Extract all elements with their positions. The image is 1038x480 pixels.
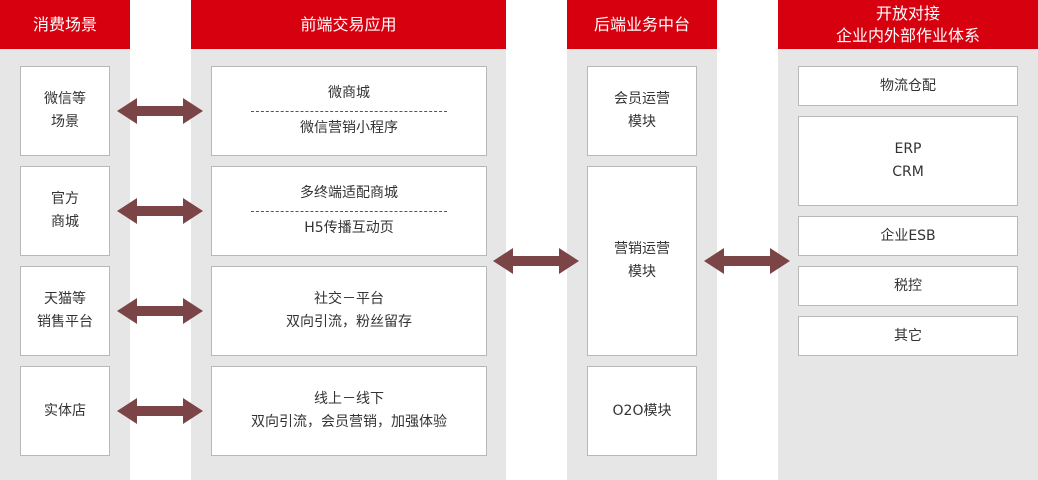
- box-line: 其它: [894, 327, 922, 344]
- dashed-divider: [251, 211, 447, 212]
- module-member-operation: 会员运营 模块: [587, 66, 697, 156]
- box-line: 实体店: [44, 402, 86, 419]
- box-line: 官方: [51, 191, 79, 207]
- column-header: 后端业务中台: [567, 0, 717, 49]
- column-header: 消费场景: [0, 0, 130, 49]
- double-arrow-icon: [117, 398, 203, 424]
- dashed-divider: [251, 111, 447, 112]
- scene-tmall: 天猫等 销售平台: [20, 266, 110, 356]
- box-line: CRM: [892, 164, 924, 180]
- column-title: 后端业务中台: [593, 14, 690, 34]
- scene-wechat: 微信等 场景: [20, 66, 110, 156]
- system-tax-control: 税控: [798, 266, 1018, 306]
- box-line: O2O模块: [612, 402, 672, 419]
- box-line: 双向引流，粉丝留存: [286, 314, 412, 330]
- app-micro-mall: 微商城 微信营销小程序: [211, 66, 487, 156]
- box-line: 企业ESB: [880, 227, 936, 244]
- app-multi-terminal-mall: 多终端适配商城 H5传播互动页: [211, 166, 487, 256]
- box-line: 双向引流，会员营销，加强体验: [251, 414, 447, 430]
- box-line: 多终端适配商城: [300, 185, 398, 201]
- box-line: 微信等: [44, 91, 86, 107]
- column-consumer-scenes: 消费场景 微信等 场景 官方 商城 天猫等 销售平台 实体店: [0, 0, 130, 480]
- system-other: 其它: [798, 316, 1018, 356]
- app-online-offline: 线上－线下 双向引流，会员营销，加强体验: [211, 366, 487, 456]
- box-line: 会员运营: [614, 91, 670, 107]
- column-title: 前端交易应用: [300, 14, 397, 34]
- box-line: 销售平台: [37, 314, 93, 330]
- column-title: 开放对接: [875, 3, 940, 23]
- box-line: 社交－平台: [314, 291, 384, 307]
- module-marketing-operation: 营销运营 模块: [587, 166, 697, 356]
- box-line: 微信营销小程序: [300, 120, 398, 136]
- box-line: 商城: [51, 214, 79, 230]
- column-header: 开放对接 企业内外部作业体系: [778, 0, 1038, 49]
- scene-official-mall: 官方 商城: [20, 166, 110, 256]
- column-title: 企业内外部作业体系: [835, 25, 980, 45]
- column-title: 消费场景: [32, 14, 97, 34]
- column-enterprise-systems: 开放对接 企业内外部作业体系 物流仓配 ERP CRM 企业ESB 税控 其它: [778, 0, 1038, 480]
- column-frontend-apps: 前端交易应用 微商城 微信营销小程序 多终端适配商城 H5传播互动页 社交－平台…: [191, 0, 506, 480]
- box-line: 税控: [894, 277, 922, 294]
- double-arrow-icon: [117, 198, 203, 224]
- double-arrow-icon: [493, 248, 579, 274]
- box-line: 天猫等: [44, 291, 86, 307]
- box-line: 营销运营: [614, 241, 670, 257]
- double-arrow-icon: [117, 98, 203, 124]
- column-header: 前端交易应用: [191, 0, 506, 49]
- box-line: 模块: [628, 264, 656, 280]
- double-arrow-icon: [704, 248, 790, 274]
- system-logistics: 物流仓配: [798, 66, 1018, 106]
- box-line: H5传播互动页: [304, 220, 394, 236]
- box-line: 模块: [628, 114, 656, 130]
- box-line: ERP: [894, 141, 922, 157]
- app-social-platform: 社交－平台 双向引流，粉丝留存: [211, 266, 487, 356]
- box-line: 场景: [51, 114, 79, 130]
- box-line: 线上－线下: [314, 391, 384, 407]
- box-line: 物流仓配: [880, 77, 936, 94]
- box-line: 微商城: [328, 85, 370, 101]
- double-arrow-icon: [117, 298, 203, 324]
- module-o2o: O2O模块: [587, 366, 697, 456]
- system-erp-crm: ERP CRM: [798, 116, 1018, 206]
- column-backend-platform: 后端业务中台 会员运营 模块 营销运营 模块 O2O模块: [567, 0, 717, 480]
- scene-physical-store: 实体店: [20, 366, 110, 456]
- system-esb: 企业ESB: [798, 216, 1018, 256]
